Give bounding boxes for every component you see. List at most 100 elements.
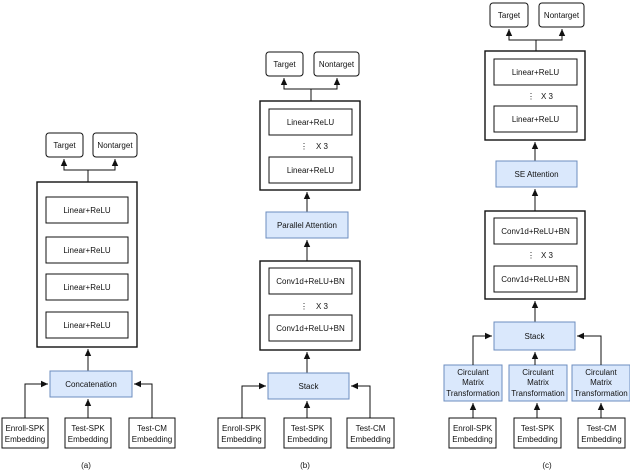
- linear-relu-label-c-1: Linear+ReLU: [512, 68, 560, 77]
- linear-relu-box-a-3: [45, 273, 129, 301]
- arrow-transform-1-to-stack-c: [472, 332, 492, 365]
- arrow-enroll-a: [24, 380, 48, 418]
- conv-box-c-1: [493, 217, 578, 245]
- se-attention-label-c: SE Attention: [514, 170, 558, 179]
- conv-box-b-2: [268, 314, 353, 342]
- circulant-transform-box-c-2: [508, 364, 568, 402]
- test-spk-box-a: [64, 417, 112, 449]
- nontarget-box-b: [313, 51, 360, 77]
- panel-a: Target Nontarget Linear+ReLU Linear+ReLU…: [1, 132, 176, 470]
- caption-a: (a): [81, 461, 91, 470]
- linear-relu-box-c-1: [493, 58, 578, 86]
- linear-relu-label-b-2: Linear+ReLU: [287, 166, 335, 175]
- repeat-label-c-linear: X 3: [541, 92, 554, 101]
- linear-relu-box-c-2: [493, 105, 578, 133]
- nontarget-label-c: Nontarget: [544, 11, 580, 20]
- linear-relu-box-b-1: [268, 108, 353, 136]
- test-cm-label-b-2: Embedding: [350, 435, 390, 444]
- caption-b: (b): [300, 461, 310, 470]
- circulant-label-c-3-b: Matrix: [590, 378, 612, 387]
- arrow-to-target-a: [60, 159, 89, 182]
- ellipsis-c-linear: ⋮: [527, 92, 535, 101]
- conv-label-c-1: Conv1d+ReLU+BN: [501, 227, 570, 236]
- linear-relu-box-a-2: [45, 236, 129, 264]
- enroll-spk-label-b-2: Embedding: [221, 435, 261, 444]
- conv-label-b-2: Conv1d+ReLU+BN: [276, 324, 345, 333]
- enroll-spk-label-c-2: Embedding: [452, 435, 492, 444]
- enroll-spk-label-a-2: Embedding: [5, 435, 45, 444]
- test-cm-box-a: [128, 417, 176, 449]
- test-spk-label-a-2: Embedding: [68, 435, 108, 444]
- arrow-to-target-b: [280, 78, 312, 101]
- test-spk-box-b: [283, 417, 332, 449]
- test-cm-label-c-2: Embedding: [581, 435, 621, 444]
- test-cm-label-b-1: Test-CM: [356, 424, 386, 433]
- test-spk-label-b-2: Embedding: [287, 435, 327, 444]
- linear-relu-box-a-1: [45, 196, 129, 224]
- test-cm-label-c-1: Test-CM: [587, 424, 617, 433]
- target-label-c: Target: [498, 11, 521, 20]
- target-box-b: [265, 51, 304, 77]
- nontarget-label-b: Nontarget: [319, 60, 355, 69]
- arrow-transform-3-to-stack-c: [577, 332, 602, 365]
- linear-relu-box-a-4: [45, 311, 129, 339]
- stack-box-b: [267, 372, 350, 400]
- concatenation-box-a: [49, 370, 133, 398]
- test-cm-label-a-1: Test-CM: [137, 424, 167, 433]
- circulant-transform-box-c-3: [571, 364, 630, 402]
- arrow-test-cm-b: [351, 382, 371, 418]
- circulant-label-c-2-a: Circulant: [522, 368, 554, 377]
- circulant-label-c-2-b: Matrix: [527, 378, 549, 387]
- circulant-label-c-1-b: Matrix: [462, 378, 484, 387]
- nontarget-label-a: Nontarget: [97, 141, 133, 150]
- linear-relu-label-a-2: Linear+ReLU: [63, 246, 111, 255]
- arrow-to-target-c: [505, 29, 537, 51]
- arrow-test-cm-a: [134, 380, 153, 418]
- linear-relu-box-b-2: [268, 156, 353, 184]
- circulant-transform-box-c-1: [443, 364, 503, 402]
- parallel-attention-label-b: Parallel Attention: [277, 221, 337, 230]
- parallel-attention-box-b: [265, 211, 349, 239]
- circulant-label-c-1-a: Circulant: [457, 368, 489, 377]
- linear-relu-label-b-1: Linear+ReLU: [287, 118, 335, 127]
- target-label-a: Target: [53, 141, 76, 150]
- stack-label-c: Stack: [524, 332, 545, 341]
- target-box-c: [489, 2, 529, 28]
- target-box-a: [45, 132, 84, 158]
- conv-box-b-1: [268, 267, 353, 295]
- repeat-label-b-conv: X 3: [316, 302, 329, 311]
- enroll-spk-box-b: [217, 417, 266, 449]
- circulant-label-c-3-a: Circulant: [585, 368, 617, 377]
- enroll-spk-label-c-1: Enroll-SPK: [453, 424, 493, 433]
- test-spk-label-c-1: Test-SPK: [521, 424, 555, 433]
- se-attention-box-c: [495, 160, 578, 188]
- test-cm-label-a-2: Embedding: [132, 435, 172, 444]
- enroll-spk-box-a: [1, 417, 49, 449]
- test-cm-box-c: [577, 417, 626, 449]
- test-spk-label-c-2: Embedding: [517, 435, 557, 444]
- stack-box-c: [493, 321, 576, 351]
- conv-label-c-2: Conv1d+ReLU+BN: [501, 275, 570, 284]
- circulant-label-c-3-c: Transformation: [574, 389, 628, 398]
- concatenation-label-a: Concatenation: [65, 380, 117, 389]
- linear-relu-label-a-4: Linear+ReLU: [63, 321, 111, 330]
- conv-label-b-1: Conv1d+ReLU+BN: [276, 277, 345, 286]
- enroll-spk-label-a-1: Enroll-SPK: [5, 424, 45, 433]
- arrow-to-nontarget-b: [311, 78, 341, 90]
- test-spk-label-b-1: Test-SPK: [291, 424, 325, 433]
- test-spk-box-c: [513, 417, 562, 449]
- caption-c: (c): [542, 461, 552, 470]
- arrow-to-nontarget-a: [88, 159, 119, 171]
- ellipsis-c-conv: ⋮: [527, 251, 535, 260]
- repeat-label-c-conv: X 3: [541, 251, 554, 260]
- linear-relu-label-a-1: Linear+ReLU: [63, 206, 111, 215]
- linear-relu-label-c-2: Linear+ReLU: [512, 115, 560, 124]
- circulant-label-c-1-c: Transformation: [446, 389, 500, 398]
- panel-b: Target Nontarget Linear+ReLU ⋮ X 3 Linea…: [217, 51, 395, 470]
- circulant-label-c-2-c: Transformation: [511, 389, 565, 398]
- enroll-spk-label-b-1: Enroll-SPK: [222, 424, 262, 433]
- arrow-to-nontarget-c: [536, 29, 566, 41]
- ellipsis-b-conv: ⋮: [300, 302, 308, 311]
- nontarget-box-a: [92, 132, 138, 158]
